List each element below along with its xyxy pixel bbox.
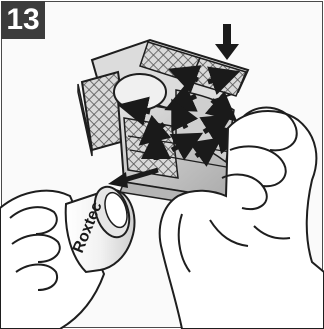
push-down-arrow-icon bbox=[215, 24, 239, 60]
arrow-icon bbox=[171, 98, 199, 133]
pull-arrow-icon bbox=[108, 167, 159, 188]
step-number-badge: 13 bbox=[1, 1, 45, 39]
arrow-icon bbox=[117, 96, 151, 126]
arrow-icon bbox=[189, 137, 223, 167]
arrow-icon bbox=[199, 114, 233, 143]
arrow-icon bbox=[204, 90, 238, 122]
lubricant-tube: Roxtec bbox=[64, 185, 136, 274]
arrow-icon bbox=[169, 132, 204, 161]
arrow-icon bbox=[207, 66, 241, 95]
right-hand bbox=[158, 106, 324, 329]
arrow-icon bbox=[167, 65, 202, 94]
direction-arrows bbox=[117, 65, 247, 167]
